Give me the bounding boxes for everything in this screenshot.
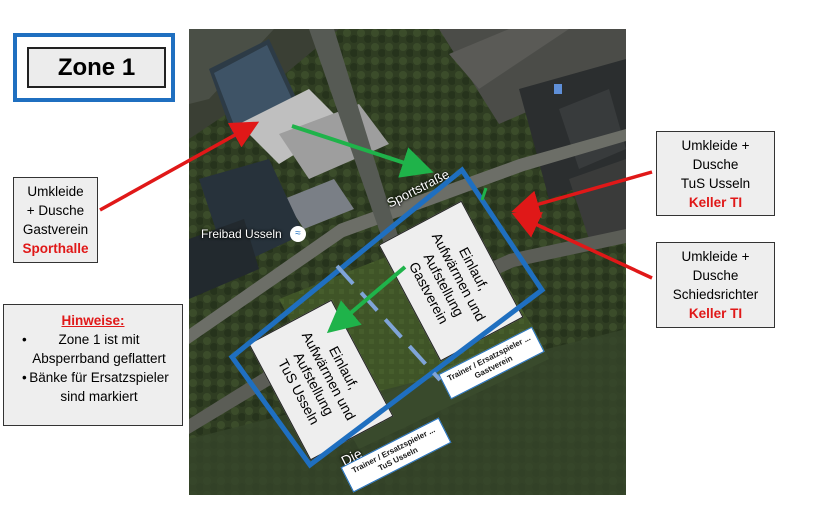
info-box-tus-usseln: Umkleide + Dusche TuS Usseln Keller TI — [656, 131, 775, 216]
satellite-map: Sportstraße Freibad Usseln ≈ Die Einlauf… — [189, 29, 626, 495]
location-highlight: Sporthalle — [22, 241, 89, 256]
text-line: Gastverein — [22, 222, 89, 237]
notes-title: Hinweise: — [61, 313, 125, 328]
text-line: Umkleide — [27, 184, 84, 199]
location-highlight: Keller TI — [688, 195, 743, 210]
text-line: TuS Usseln — [680, 176, 751, 191]
note-item: Zone 1 ist mit Absperrband geflattert — [8, 330, 178, 368]
zone-title: Zone 1 — [27, 47, 166, 88]
notes-box: Hinweise: Zone 1 ist mit Absperrband gef… — [3, 304, 183, 426]
text-line: Dusche — [692, 157, 739, 172]
notes-list: Zone 1 ist mit Absperrband geflattert Bä… — [8, 330, 178, 406]
text-line: Umkleide + — [681, 138, 750, 153]
location-highlight: Keller TI — [688, 306, 743, 321]
freibad-label: Freibad Usseln — [201, 227, 282, 241]
text-line: Dusche — [692, 268, 739, 283]
swimming-pool-icon: ≈ — [290, 226, 306, 242]
text-line: + Dusche — [26, 203, 85, 218]
info-box-schiedsrichter: Umkleide + Dusche Schiedsrichter Keller … — [656, 242, 775, 328]
text-line: Schiedsrichter — [672, 287, 759, 302]
info-box-gastverein: Umkleide + Dusche Gastverein Sporthalle — [13, 177, 98, 263]
zone-title-frame — [13, 33, 175, 102]
text-line: Umkleide + — [681, 249, 750, 264]
note-item: Bänke für Ersatzspieler sind markiert — [8, 368, 178, 406]
